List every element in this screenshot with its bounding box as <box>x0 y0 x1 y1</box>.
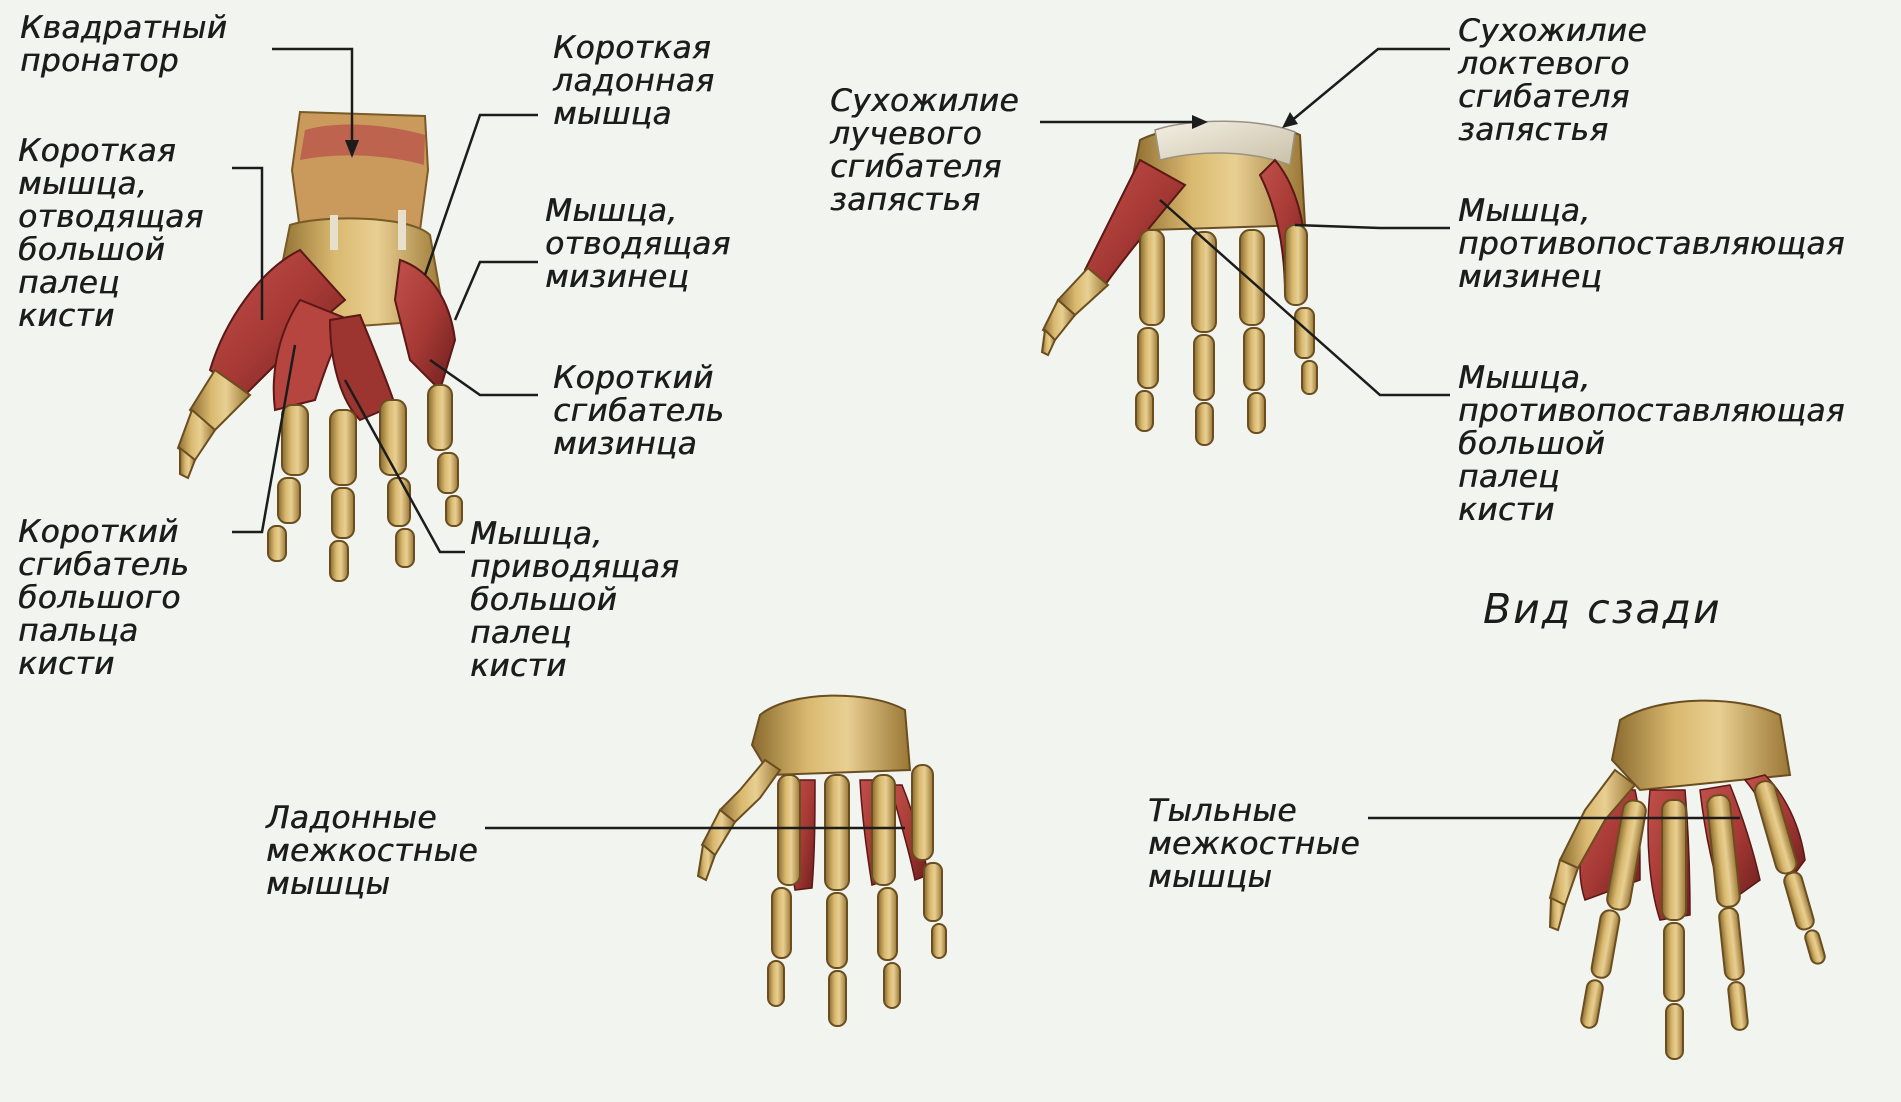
label-flexor-digiti-minimi: Короткий сгибатель мизинца <box>553 362 724 461</box>
hand-palmar-deep <box>1042 121 1317 445</box>
label-opponens-pollicis: Мышца, противопоставляющая большой палец… <box>1458 362 1845 527</box>
thumb-bones <box>1042 268 1108 355</box>
label-dorsal-interossei: Тыльные межкостные мышцы <box>1148 795 1360 894</box>
label-opponens-digiti-minimi: Мышца, противопоставляющая мизинец <box>1458 195 1845 294</box>
leader-line-opponens-digiti-minimi <box>1295 225 1450 228</box>
palmar-interossei-muscles <box>792 780 928 890</box>
leader-line-abductor-digiti-minimi <box>455 262 538 320</box>
label-palmaris-brevis: Короткая ладонная мышца <box>553 32 714 131</box>
leader-line-fcu-tendon <box>1290 49 1450 122</box>
label-fcr-tendon: Сухожилие лучевого сгибателя запястья <box>830 85 1019 217</box>
label-palmar-interossei: Ладонные межкостные мышцы <box>266 802 478 901</box>
hand-dorsal-interossei <box>1550 701 1826 1059</box>
hand-palmar-interossei <box>698 696 946 1026</box>
label-abductor-pollicis-brevis: Короткая мышца, отводящая большой палец … <box>18 135 204 333</box>
thumb-bones <box>178 370 250 478</box>
label-pronator-quadratus: Квадратный пронатор <box>20 12 227 78</box>
label-flexor-pollicis-brevis: Короткий сгибатель большого пальца кисти <box>18 516 189 681</box>
finger-bones <box>768 765 946 1026</box>
label-abductor-digiti-minimi: Мышца, отводящая мизинец <box>545 195 731 294</box>
label-fcu-tendon: Сухожилие локтевого сгибателя запястья <box>1458 15 1647 147</box>
carpal-region <box>752 696 910 775</box>
thumb-bones <box>698 760 780 880</box>
view-title-dorsal: Вид сзади <box>1483 585 1722 633</box>
leader-line-palmaris-brevis <box>425 115 538 275</box>
label-adductor-pollicis: Мышца, приводящая большой палец кисти <box>470 518 679 683</box>
hand-palmar-superficial <box>178 112 462 581</box>
